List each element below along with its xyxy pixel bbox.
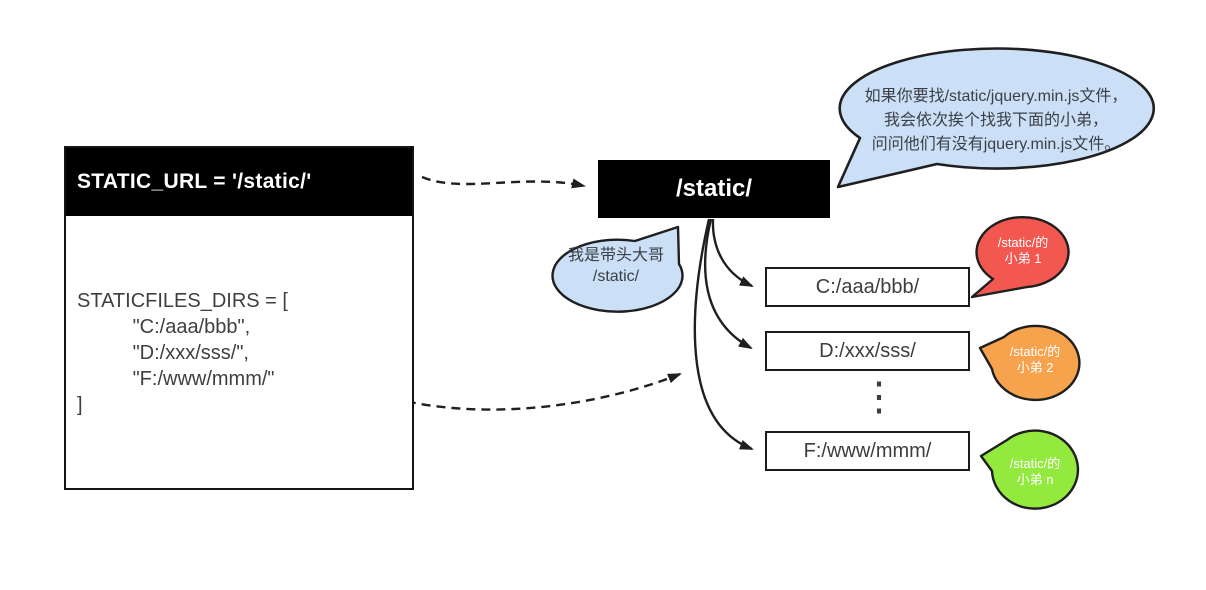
boss-speech-bubble xyxy=(836,47,1155,189)
dir-node-f: F:/www/mmm/ xyxy=(765,431,970,471)
bubble-line: 如果你要找/static/jquery.min.js文件， xyxy=(864,88,1128,105)
boss-speech-bubble-text: 如果你要找/static/jquery.min.js文件， 我会依次挨个找我下面… xyxy=(846,85,1146,157)
bubble-line: 问问他们有没有jquery.min.js文件。 xyxy=(871,136,1121,153)
code-line: "F:/www/mmm/" xyxy=(77,368,275,390)
bubble-line: /static/的 xyxy=(1009,344,1061,359)
arrow-node-to-dir-d-icon xyxy=(703,218,753,350)
minion-1-bubble xyxy=(970,215,1070,299)
code-line: "D:/xxx/sss/", xyxy=(77,342,249,364)
code-line: ] xyxy=(77,394,83,416)
arrow-node-to-dir-c-icon xyxy=(711,218,754,288)
bubble-line: /static/ xyxy=(592,268,640,285)
boss-intro-bubble xyxy=(551,225,684,313)
minion-2-bubble xyxy=(978,324,1081,402)
static-url-setting: STATIC_URL = '/static/' xyxy=(66,148,412,216)
arrow-node-to-dir-f-icon xyxy=(693,218,754,451)
boss-intro-bubble-text: 我是带头大哥 /static/ xyxy=(556,245,676,287)
dir-node-d: D:/xxx/sss/ xyxy=(765,331,970,371)
bubble-line: /static/的 xyxy=(1009,456,1061,471)
minion-n-bubble xyxy=(979,429,1080,510)
minion-2-bubble-text: /static/的 小弟 2 xyxy=(989,344,1081,376)
code-line: STATICFILES_DIRS = [ xyxy=(77,290,288,312)
arrow-static-url-to-node-icon xyxy=(421,175,586,189)
minion-n-bubble-text: /static/的 小弟 n xyxy=(989,456,1081,488)
dir-node-c: C:/aaa/bbb/ xyxy=(765,267,970,307)
static-url-setting-text: STATIC_URL = '/static/' xyxy=(77,170,312,193)
staticfiles-dirs-code: STATICFILES_DIRS = [ "C:/aaa/bbb", "D:/x… xyxy=(66,216,412,418)
bubble-line: 小弟 2 xyxy=(1016,360,1054,375)
minion-1-bubble-text: /static/的 小弟 1 xyxy=(977,235,1069,267)
static-url-node: /static/ xyxy=(598,160,830,218)
bubble-line: 我会依次挨个找我下面的小弟， xyxy=(883,112,1108,129)
vertical-ellipsis-icon: ⋮ xyxy=(859,375,899,419)
bubble-line: 小弟 1 xyxy=(1004,251,1042,266)
code-line: "C:/aaa/bbb", xyxy=(77,316,251,338)
bubble-line: 小弟 n xyxy=(1016,472,1054,487)
settings-panel: STATIC_URL = '/static/' STATICFILES_DIRS… xyxy=(64,146,414,490)
bubble-line: /static/的 xyxy=(997,235,1049,250)
bubble-line: 我是带头大哥 xyxy=(567,247,664,264)
